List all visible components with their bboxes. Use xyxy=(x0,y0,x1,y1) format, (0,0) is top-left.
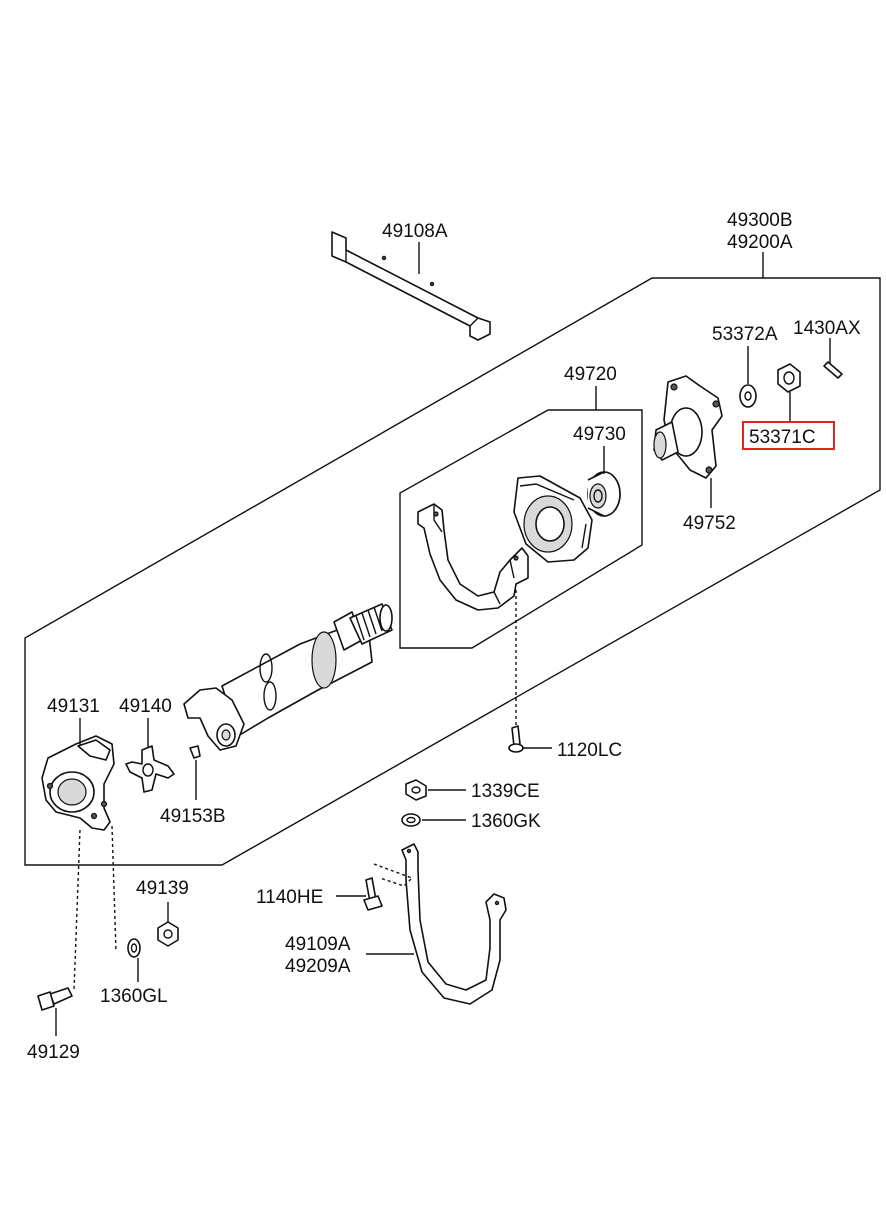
label-49140[interactable]: 49140 xyxy=(119,696,172,717)
label-49131[interactable]: 49131 xyxy=(47,696,100,717)
label-49139[interactable]: 49139 xyxy=(136,878,189,899)
label-1360GK[interactable]: 1360GK xyxy=(471,811,541,832)
washer-53372A[interactable] xyxy=(739,384,757,408)
bolt-49129[interactable] xyxy=(37,987,73,1011)
label-49209A[interactable]: 49209A xyxy=(285,956,351,977)
center-support-housing[interactable] xyxy=(513,475,593,563)
label-49129[interactable]: 49129 xyxy=(27,1042,80,1063)
assembly-outline xyxy=(24,277,881,866)
label-49720[interactable]: 49720 xyxy=(564,364,617,385)
installation-dashes xyxy=(73,590,517,991)
washer-1360GK[interactable] xyxy=(401,813,421,827)
label-1430AX[interactable]: 1430AX xyxy=(793,318,861,339)
label-49300B[interactable]: 49300B xyxy=(727,210,793,231)
bearing-49730[interactable] xyxy=(587,471,621,517)
label-1339CE[interactable]: 1339CE xyxy=(471,781,540,802)
nipple-49153B[interactable] xyxy=(189,745,201,759)
label-49752[interactable]: 49752 xyxy=(683,513,736,534)
flange-yoke-49131[interactable] xyxy=(41,735,115,831)
nut-1339CE[interactable] xyxy=(405,779,427,801)
label-49200A[interactable]: 49200A xyxy=(727,232,793,253)
center-support-bracket[interactable] xyxy=(417,503,529,611)
propeller-shaft[interactable] xyxy=(221,603,393,737)
label-49153B[interactable]: 49153B xyxy=(160,806,226,827)
strap-49109A[interactable] xyxy=(401,843,507,1005)
leader-lines xyxy=(55,242,831,1036)
label-53372A[interactable]: 53372A xyxy=(712,324,778,345)
label-1360GL[interactable]: 1360GL xyxy=(100,986,168,1007)
nut-49139[interactable] xyxy=(157,921,179,947)
label-53371C[interactable]: 53371C xyxy=(749,427,816,448)
label-49730[interactable]: 49730 xyxy=(573,424,626,445)
nut-53371C[interactable] xyxy=(777,363,801,393)
pin-1430AX[interactable] xyxy=(823,361,843,379)
bolt-1120LC[interactable] xyxy=(508,725,524,753)
flange-49752[interactable] xyxy=(653,375,723,479)
label-1120LC[interactable]: 1120LC xyxy=(557,740,622,761)
label-49108A[interactable]: 49108A xyxy=(382,221,448,242)
label-1140HE[interactable]: 1140HE xyxy=(256,887,323,908)
label-49109A[interactable]: 49109A xyxy=(285,934,351,955)
bolt-1140HE[interactable] xyxy=(363,877,383,911)
bracket-49108A[interactable] xyxy=(331,231,491,341)
washer-1360GL[interactable] xyxy=(127,938,141,958)
highlight-box xyxy=(742,421,835,450)
spider-49140[interactable] xyxy=(125,745,175,793)
support-subassembly-outline xyxy=(399,409,643,649)
shaft-yoke[interactable] xyxy=(183,687,245,751)
